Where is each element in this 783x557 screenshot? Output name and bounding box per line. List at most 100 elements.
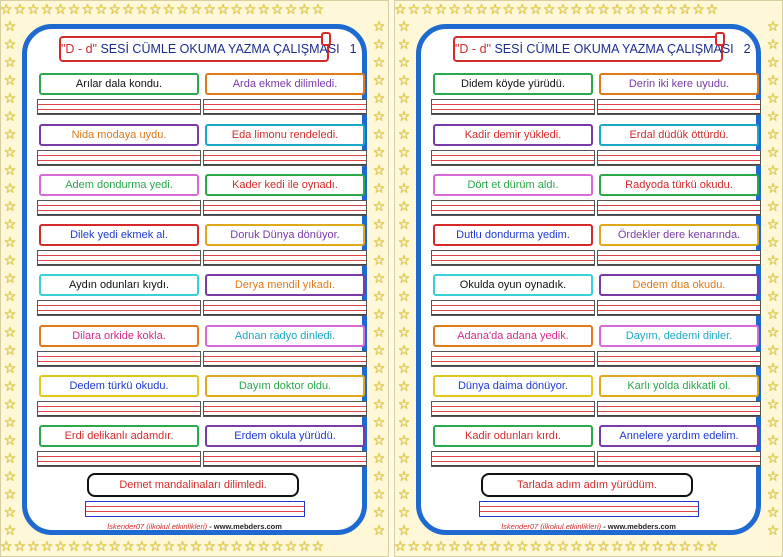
sentence-box: Kadir odunları kırdı. — [433, 425, 593, 447]
writing-lines[interactable] — [203, 451, 367, 467]
baseline — [432, 164, 594, 165]
star-border-right: ☆☆☆☆☆☆☆☆☆☆☆☆☆☆☆☆☆☆☆☆☆☆☆☆☆☆☆☆☆☆ — [766, 19, 780, 539]
sentence-box: Arda ekmek dilimledi. — [205, 73, 365, 95]
sentence-box: Dayım doktor oldu. — [205, 375, 365, 397]
baseline — [598, 214, 760, 215]
worksheet-frame: "D - d" SESİ CÜMLE OKUMA YAZMA ÇALIŞMASI… — [22, 24, 367, 535]
writing-lines[interactable] — [37, 250, 201, 266]
baseline — [432, 365, 594, 366]
writing-lines[interactable] — [431, 351, 595, 367]
sentence-box: Kadir demir yükledi. — [433, 124, 593, 146]
sentence-box: Doruk Dünya dönüyor. — [205, 224, 365, 246]
sentence-box: Dilara orkide kokla. — [39, 325, 199, 347]
worksheet-page-1: ☆☆☆☆☆☆☆☆☆☆☆☆☆☆☆☆☆☆☆☆☆☆☆☆☆☆☆☆☆☆☆☆☆☆☆☆☆☆☆☆… — [0, 0, 389, 557]
footer: İskender07 (ilkokul etkinlikleri) - www.… — [421, 522, 756, 532]
baseline — [204, 164, 366, 165]
writing-lines[interactable] — [203, 150, 367, 166]
sentence-box: Dört et dürüm aldı. — [433, 174, 593, 196]
writing-lines[interactable] — [431, 250, 595, 266]
sentence-box: Eda limonu rendeledi. — [205, 124, 365, 146]
baseline — [432, 314, 594, 315]
footer-site[interactable]: - www.mebders.com — [601, 522, 676, 531]
final-sentence-box: Demet mandalinaları dilimledi. — [87, 473, 299, 497]
baseline — [38, 214, 200, 215]
sentence-box: Arılar dala kondu. — [39, 73, 199, 95]
worksheet-title: "D - d" SESİ CÜMLE OKUMA YAZMA ÇALIŞMASI… — [59, 32, 357, 62]
baseline — [204, 465, 366, 466]
baseline — [432, 415, 594, 416]
writing-lines[interactable] — [597, 451, 761, 467]
writing-lines[interactable] — [431, 150, 595, 166]
sentence-box: Dutlu dondurma yedim. — [433, 224, 593, 246]
sentence-box: Kader kedi ile oynadı. — [205, 174, 365, 196]
title-text: SESİ CÜMLE OKUMA YAZMA ÇALIŞMASI — [100, 42, 340, 56]
footer-credit: İskender07 (ilkokul etkinlikleri) — [501, 522, 602, 531]
writing-lines[interactable] — [597, 300, 761, 316]
baseline — [598, 465, 760, 466]
sentence-box: Dedem türkü okudu. — [39, 375, 199, 397]
title-letter: "D - d" — [61, 42, 97, 56]
sentence-box: Karlı yolda dikkatli ol. — [599, 375, 759, 397]
star-border-top: ☆☆☆☆☆☆☆☆☆☆☆☆☆☆☆☆☆☆☆☆☆☆☆☆ — [394, 2, 720, 18]
star-border-right: ☆☆☆☆☆☆☆☆☆☆☆☆☆☆☆☆☆☆☆☆☆☆☆☆☆☆☆☆☆☆ — [372, 19, 386, 539]
sentence-box: Didem köyde yürüdü. — [433, 73, 593, 95]
star-border-bottom: ☆☆☆☆☆☆☆☆☆☆☆☆☆☆☆☆☆☆☆☆☆☆☆☆ — [0, 539, 326, 555]
writing-lines[interactable] — [597, 250, 761, 266]
baseline — [38, 465, 200, 466]
writing-lines[interactable] — [431, 401, 595, 417]
writing-lines[interactable] — [597, 401, 761, 417]
writing-lines[interactable] — [597, 200, 761, 216]
writing-lines[interactable] — [597, 99, 761, 115]
title-text: SESİ CÜMLE OKUMA YAZMA ÇALIŞMASI — [494, 42, 734, 56]
final-writing-lines[interactable] — [85, 501, 305, 517]
baseline — [204, 113, 366, 114]
baseline — [598, 164, 760, 165]
star-border-bottom: ☆☆☆☆☆☆☆☆☆☆☆☆☆☆☆☆☆☆☆☆☆☆☆☆ — [394, 539, 720, 555]
baseline — [38, 365, 200, 366]
writing-lines[interactable] — [203, 300, 367, 316]
worksheet-title: "D - d" SESİ CÜMLE OKUMA YAZMA ÇALIŞMASI… — [453, 32, 751, 62]
writing-lines[interactable] — [431, 200, 595, 216]
title-letter: "D - d" — [455, 42, 491, 56]
writing-lines[interactable] — [203, 99, 367, 115]
writing-lines[interactable] — [431, 451, 595, 467]
writing-lines[interactable] — [597, 351, 761, 367]
writing-lines[interactable] — [431, 300, 595, 316]
sentence-box: Dilek yedi ekmek al. — [39, 224, 199, 246]
sentence-box: Aydın odunları kıydı. — [39, 274, 199, 296]
final-writing-lines[interactable] — [479, 501, 699, 517]
writing-lines[interactable] — [203, 401, 367, 417]
writing-lines[interactable] — [37, 200, 201, 216]
star-border-left: ☆☆☆☆☆☆☆☆☆☆☆☆☆☆☆☆☆☆☆☆☆☆☆☆☆☆☆☆☆☆ — [3, 19, 17, 539]
writing-lines[interactable] — [37, 401, 201, 417]
writing-lines[interactable] — [597, 150, 761, 166]
worksheet-page-2: ☆☆☆☆☆☆☆☆☆☆☆☆☆☆☆☆☆☆☆☆☆☆☆☆☆☆☆☆☆☆☆☆☆☆☆☆☆☆☆☆… — [394, 0, 783, 557]
writing-lines[interactable] — [203, 351, 367, 367]
writing-lines[interactable] — [37, 451, 201, 467]
sentence-box: Adnan radyo dinledi. — [205, 325, 365, 347]
baseline — [204, 365, 366, 366]
writing-lines[interactable] — [37, 300, 201, 316]
title-number: 2 — [743, 42, 751, 56]
writing-lines[interactable] — [203, 200, 367, 216]
footer-site[interactable]: - www.mebders.com — [207, 522, 282, 531]
writing-lines[interactable] — [431, 99, 595, 115]
sentence-box: Derya mendil yıkadı. — [205, 274, 365, 296]
final-sentence-box: Tarlada adım adım yürüdüm. — [481, 473, 693, 497]
writing-lines[interactable] — [37, 351, 201, 367]
writing-lines[interactable] — [37, 99, 201, 115]
baseline — [38, 164, 200, 165]
baseline — [598, 415, 760, 416]
baseline — [204, 415, 366, 416]
baseline — [38, 264, 200, 265]
baseline — [598, 314, 760, 315]
baseline — [204, 264, 366, 265]
writing-lines[interactable] — [37, 150, 201, 166]
baseline — [432, 113, 594, 114]
worksheet-frame: "D - d" SESİ CÜMLE OKUMA YAZMA ÇALIŞMASI… — [416, 24, 761, 535]
sentence-box: Annelere yardım edelim. — [599, 425, 759, 447]
sentence-box: Dedem dua okudu. — [599, 274, 759, 296]
sentence-box: Okulda oyun oynadık. — [433, 274, 593, 296]
footer-credit: İskender07 (ilkokul etkinlikleri) — [107, 522, 208, 531]
writing-lines[interactable] — [203, 250, 367, 266]
